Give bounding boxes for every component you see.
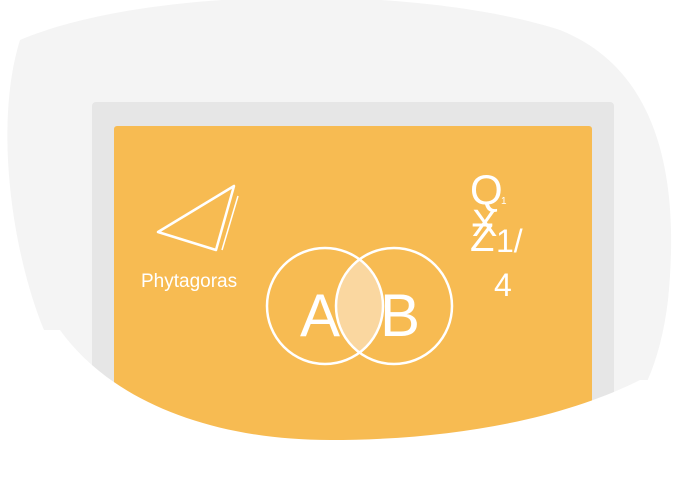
- math-symbol-z: Z: [470, 216, 494, 260]
- white-wave: [0, 330, 678, 488]
- math-symbol-q: Q: [470, 166, 503, 213]
- math-symbol-x: X: [472, 203, 497, 245]
- venn-diagram-icon: [265, 246, 454, 366]
- fraction-denominator: 4: [494, 267, 512, 303]
- venn-circle-b: [334, 246, 454, 366]
- venn-overlap: [336, 248, 383, 364]
- math-symbol-small-one: 1: [501, 196, 507, 207]
- triangle-caption: Phytagoras: [141, 271, 237, 292]
- fraction-numerator: 1/: [496, 223, 523, 259]
- venn-label-a: A: [300, 282, 340, 349]
- venn-label-b: B: [380, 282, 420, 349]
- venn-circle-a: [265, 246, 385, 366]
- triangle-icon: [156, 184, 239, 252]
